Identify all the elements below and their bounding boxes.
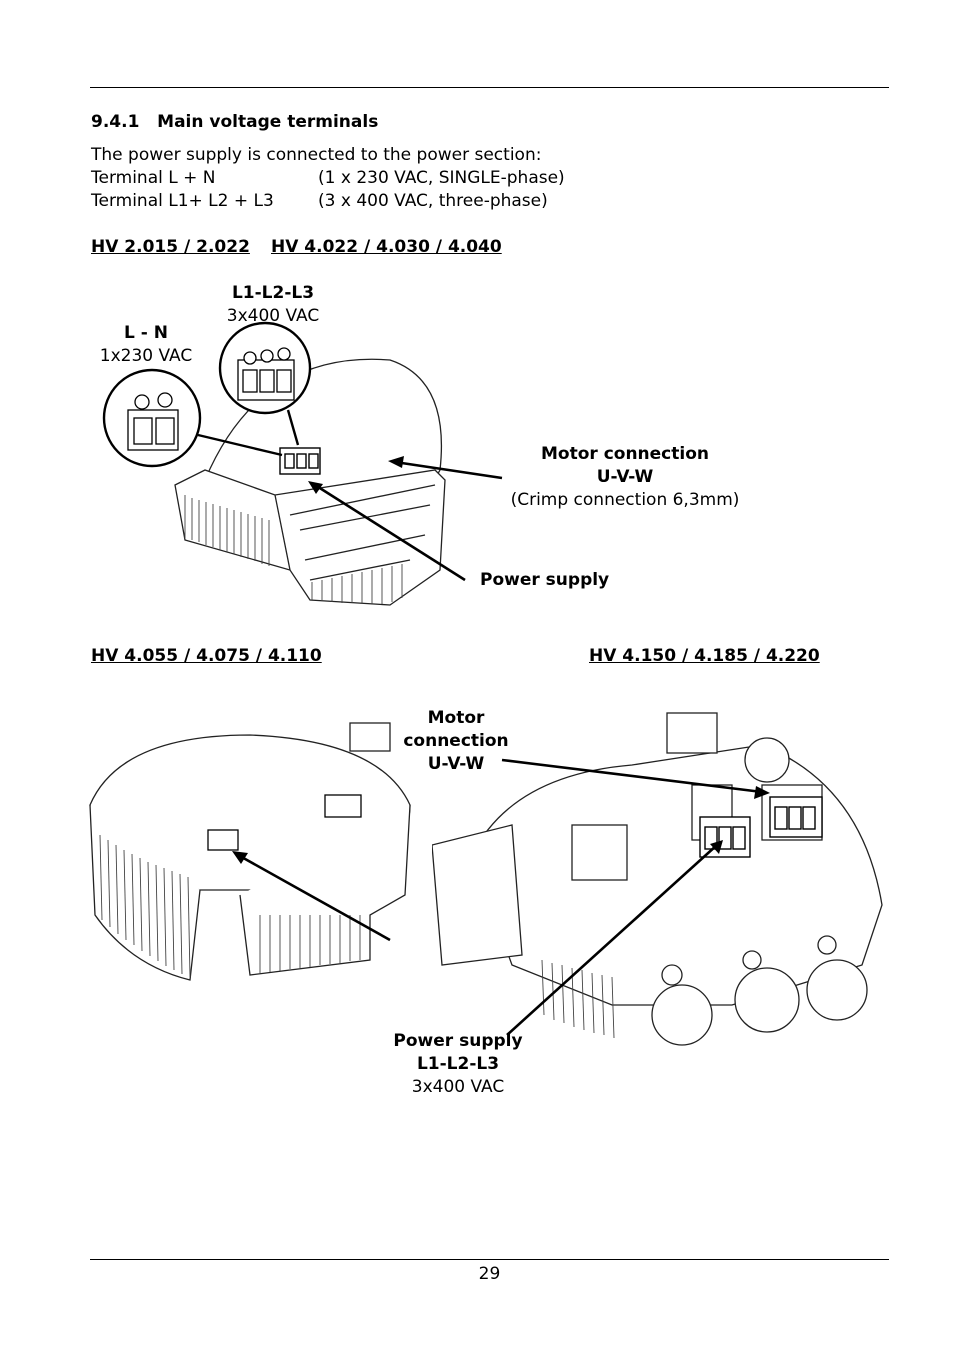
- terminal-row: Terminal L + N (1 x 230 VAC, SINGLE-phas…: [91, 167, 791, 190]
- section-heading: 9.4.1 Main voltage terminals: [91, 112, 378, 132]
- intro-line: The power supply is connected to the pow…: [91, 145, 542, 165]
- label-motor-connection-2: Motor connection U-V-W: [396, 707, 516, 776]
- label-power-supply-2: Power supply L1-L2-L3 3x400 VAC: [388, 1030, 528, 1099]
- terminal-spec: (3 x 400 VAC, three-phase): [318, 191, 548, 211]
- label-power-supply: Power supply: [480, 570, 610, 590]
- figure2-right-drive-illustration: [432, 712, 883, 1046]
- label-l-n: L - N 1x230 VAC: [90, 322, 202, 368]
- terminal-row: Terminal L1+ L2 + L3 (3 x 400 VAC, three…: [91, 190, 791, 213]
- motor-sub: U-V-W: [596, 467, 654, 487]
- figure2-heading-a: HV 4.055 / 4.075 / 4.110: [91, 646, 322, 666]
- figure2-heading-b: HV 4.150 / 4.185 / 4.220: [589, 646, 820, 666]
- figure2-left-drive-illustration: [89, 722, 411, 981]
- figure1-heading-a: HV 2.015 / 2.022: [91, 237, 250, 257]
- page-number: 29: [478, 1264, 501, 1284]
- ps2-line2: L1-L2-L3: [416, 1054, 500, 1074]
- label-ln-title: L - N: [124, 323, 168, 343]
- label-ln-spec: 1x230 VAC: [99, 346, 193, 366]
- label-l123-title: L1-L2-L3: [231, 283, 315, 303]
- motor-title: Motor connection: [540, 444, 709, 464]
- motor2-line2: connection: [403, 731, 509, 751]
- terminal-spec: (1 x 230 VAC, SINGLE-phase): [318, 168, 565, 188]
- motor2-line3: U-V-W: [427, 754, 485, 774]
- figure1-heading-b: HV 4.022 / 4.030 / 4.040: [271, 237, 502, 257]
- section-title: Main voltage terminals: [157, 112, 379, 132]
- section-number: 9.4.1: [91, 112, 140, 132]
- label-motor-connection: Motor connection U-V-W (Crimp connection…: [500, 443, 750, 512]
- ps2-line1: Power supply: [393, 1031, 523, 1051]
- label-l123-spec: 3x400 VAC: [226, 306, 320, 326]
- label-l1-l2-l3: L1-L2-L3 3x400 VAC: [210, 282, 336, 328]
- ps2-line3: 3x400 VAC: [411, 1077, 505, 1097]
- figure1-drive-illustration: [102, 321, 503, 606]
- header-rule: [90, 87, 889, 88]
- motor2-line1: Motor: [427, 708, 485, 728]
- motor-note: (Crimp connection 6,3mm): [510, 490, 740, 510]
- intro-block: The power supply is connected to the pow…: [91, 144, 791, 213]
- footer-rule: [90, 1259, 889, 1260]
- terminal-label: Terminal L + N: [91, 168, 216, 188]
- terminal-label: Terminal L1+ L2 + L3: [91, 191, 274, 211]
